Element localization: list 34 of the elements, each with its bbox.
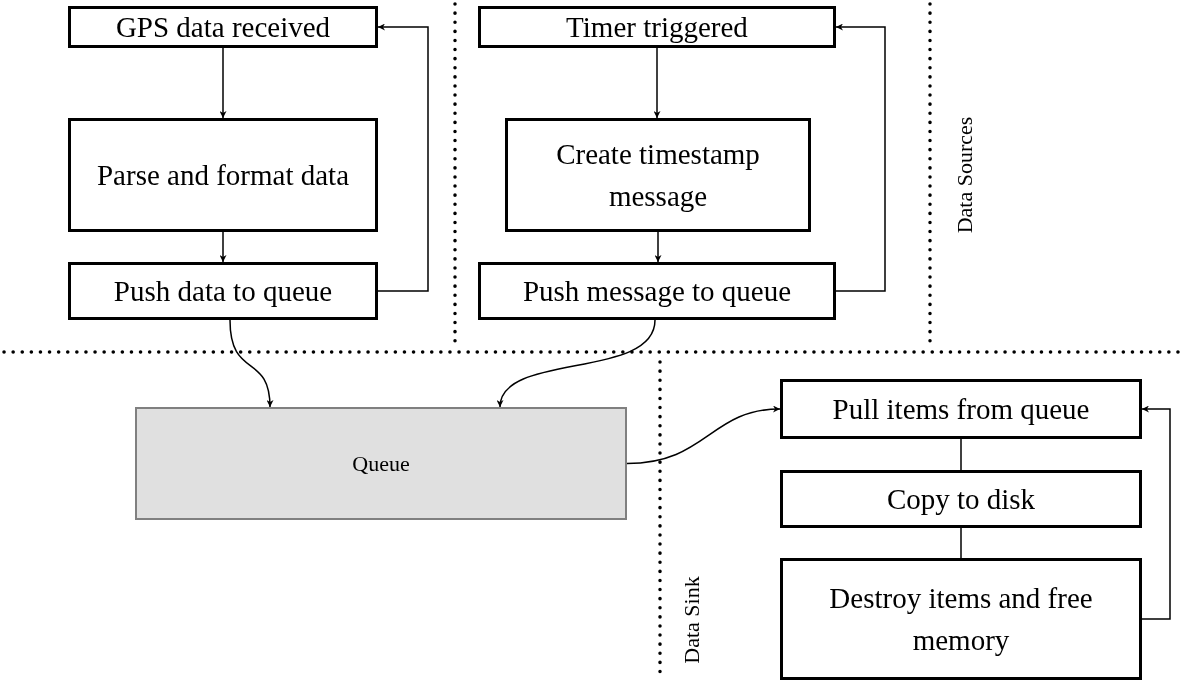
connector-line xyxy=(960,438,962,471)
arrow xyxy=(626,405,781,465)
arrow xyxy=(835,23,886,292)
box-text: Push data to queue xyxy=(113,273,333,309)
process-box xyxy=(478,262,836,320)
box-text: Copy to disk xyxy=(886,481,1036,517)
box-text: Pull items from queue xyxy=(832,391,1090,427)
arrow xyxy=(654,231,662,263)
arrow xyxy=(219,231,227,263)
arrow xyxy=(229,319,274,408)
process-box xyxy=(68,6,378,48)
process-box xyxy=(505,118,811,232)
process-box xyxy=(780,470,1142,528)
arrow xyxy=(653,47,661,119)
box-text: Queue xyxy=(352,449,410,478)
process-box xyxy=(68,262,378,320)
box-text: Parse and format data xyxy=(96,157,349,193)
queue-box xyxy=(135,407,627,520)
arrow xyxy=(1141,405,1171,620)
box-text: Timer triggered xyxy=(566,10,748,45)
box-text: Destroy items and free memory xyxy=(828,580,1094,658)
arrow xyxy=(498,319,656,408)
section-label: Data Sources xyxy=(954,116,976,234)
arrow xyxy=(219,47,227,119)
process-box xyxy=(780,379,1142,439)
section-label: Data Sink xyxy=(681,576,703,664)
box-text: Create timestamp message xyxy=(555,136,761,214)
connector-line xyxy=(960,527,962,559)
process-box xyxy=(478,6,836,48)
arrow xyxy=(377,23,429,292)
process-box xyxy=(780,558,1142,680)
box-text: Push message to queue xyxy=(522,273,792,309)
box-text: GPS data received xyxy=(115,10,331,45)
process-box xyxy=(68,118,378,232)
